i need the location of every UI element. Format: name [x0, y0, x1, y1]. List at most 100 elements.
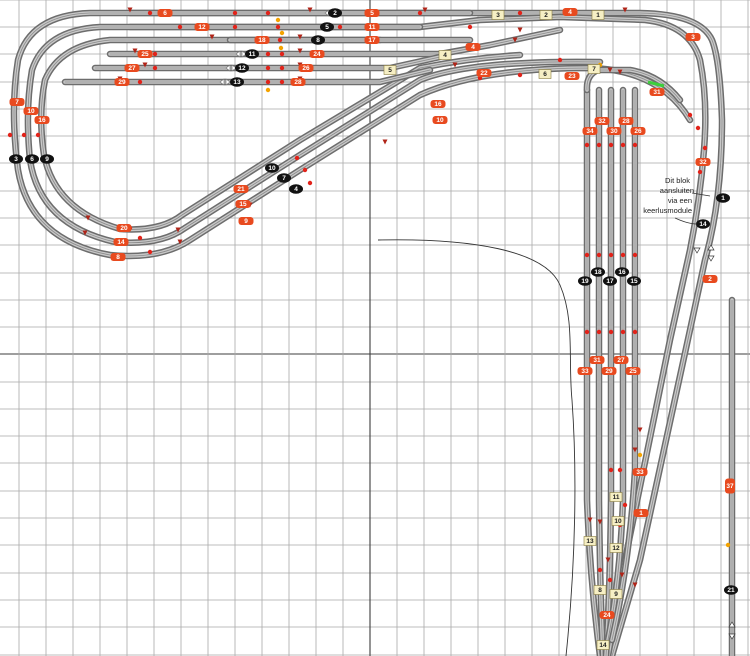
block-r21[interactable]: 21	[233, 185, 249, 193]
block-r16c[interactable]: 16	[430, 100, 446, 108]
block-r4b[interactable]: 4	[465, 43, 481, 51]
block-r32[interactable]: 32	[594, 117, 610, 125]
block-r1[interactable]: 1	[633, 509, 649, 517]
block-r28y[interactable]: 28	[618, 117, 634, 125]
note-pointer-bottom	[674, 217, 698, 225]
block-r26y-shape	[630, 127, 646, 135]
block-c9[interactable]: 9	[609, 589, 623, 599]
block-k18[interactable]: 18	[591, 267, 605, 277]
block-c12[interactable]: 12	[609, 543, 623, 553]
block-k10[interactable]: 10	[265, 163, 279, 173]
block-k16[interactable]: 16	[615, 267, 629, 277]
block-k9[interactable]: 9	[40, 154, 54, 164]
block-c13[interactable]: 13	[583, 536, 597, 546]
block-k17[interactable]: 17	[603, 276, 617, 286]
block-b2top[interactable]: 2	[328, 8, 342, 18]
block-r20[interactable]: 20	[116, 224, 132, 232]
block-r7l[interactable]: 7	[9, 98, 25, 106]
block-b8mid[interactable]: 8	[311, 35, 325, 45]
block-c11[interactable]: 11	[609, 492, 623, 502]
block-k6[interactable]: 6	[25, 154, 39, 164]
block-r34[interactable]: 34	[582, 127, 598, 135]
note-line-2: aansluiten	[660, 186, 694, 195]
block-k21[interactable]: 21	[724, 585, 738, 595]
block-r26y[interactable]: 26	[630, 127, 646, 135]
block-c7[interactable]: 7	[587, 64, 601, 74]
baseboard-boundary	[377, 239, 576, 656]
block-b5r[interactable]: 5	[364, 9, 380, 17]
sensor-17	[152, 51, 158, 57]
block-b25-shape	[137, 50, 153, 58]
block-c10[interactable]: 10	[611, 516, 625, 526]
block-c6[interactable]: 6	[538, 69, 552, 79]
block-r33b[interactable]: 33	[632, 468, 648, 476]
block-c1[interactable]: 1	[591, 10, 605, 20]
block-r33[interactable]: 33	[577, 367, 593, 375]
sensor-39	[584, 329, 590, 335]
block-b18[interactable]: 18	[254, 36, 270, 44]
block-k3[interactable]: 3	[9, 154, 23, 164]
block-c8[interactable]: 8	[593, 585, 607, 595]
block-r27[interactable]: 27	[613, 356, 629, 364]
block-b26r[interactable]: 26	[298, 64, 314, 72]
track-13-rail-core	[611, 89, 636, 641]
block-r4top[interactable]: 4	[562, 8, 578, 16]
block-k1[interactable]: 1	[716, 193, 730, 203]
block-r15[interactable]: 15	[235, 200, 251, 208]
block-b5mid[interactable]: 5	[320, 22, 334, 32]
block-r23[interactable]: 23	[564, 72, 580, 80]
block-r37[interactable]: 37	[725, 478, 735, 494]
block-r21-label: 21	[237, 186, 245, 193]
block-b17r[interactable]: 17	[364, 36, 380, 44]
block-b13mid[interactable]: 13	[230, 77, 244, 87]
block-b24r[interactable]: 24	[309, 50, 325, 58]
block-c10-shape	[611, 516, 625, 526]
block-k4[interactable]: 4	[289, 184, 303, 194]
signal-20	[452, 62, 458, 68]
block-r2[interactable]: 2	[702, 275, 718, 283]
block-r24y[interactable]: 24	[599, 611, 615, 619]
sensor-3	[417, 10, 423, 16]
block-b11r-label: 11	[369, 24, 376, 31]
block-k15[interactable]: 15	[627, 276, 641, 286]
block-b26r-label: 26	[302, 65, 310, 72]
block-r22[interactable]: 22	[476, 69, 492, 77]
block-r32b[interactable]: 32	[695, 158, 711, 166]
block-c4[interactable]: 4	[438, 50, 452, 60]
block-b11mid[interactable]: 11	[245, 49, 259, 59]
sensor-49	[607, 577, 613, 583]
block-b12[interactable]: 12	[194, 23, 210, 31]
block-b12mid[interactable]: 12	[235, 63, 249, 73]
block-r3right[interactable]: 3	[685, 33, 701, 41]
block-r32-label: 32	[598, 118, 606, 125]
block-r10c[interactable]: 10	[432, 116, 448, 124]
block-r10l[interactable]: 10	[23, 107, 39, 115]
block-c1-shape	[591, 10, 605, 20]
block-r14[interactable]: 14	[113, 238, 129, 246]
block-b29[interactable]: 29	[114, 78, 130, 86]
block-b28r[interactable]: 28	[290, 78, 306, 86]
block-r20-label: 20	[120, 225, 128, 232]
block-r16l[interactable]: 16	[34, 116, 50, 124]
block-r29[interactable]: 29	[601, 367, 617, 375]
block-b6[interactable]: 6	[157, 9, 173, 17]
block-b11r[interactable]: 11	[364, 23, 380, 31]
block-r31b[interactable]: 31	[589, 356, 605, 364]
block-c14[interactable]: 14	[596, 640, 610, 650]
block-k19[interactable]: 19	[578, 276, 592, 286]
block-k14[interactable]: 14	[696, 219, 710, 229]
block-b27-label: 27	[128, 65, 136, 72]
block-c5[interactable]: 5	[383, 65, 397, 75]
block-k7[interactable]: 7	[277, 173, 291, 183]
block-r8[interactable]: 8	[110, 253, 126, 261]
block-b27[interactable]: 27	[124, 64, 140, 72]
block-c2[interactable]: 2	[539, 10, 553, 20]
block-c3[interactable]: 3	[491, 10, 505, 20]
block-r25-label: 25	[629, 368, 637, 375]
block-b25[interactable]: 25	[137, 50, 153, 58]
block-r30[interactable]: 30	[606, 127, 622, 135]
block-r9[interactable]: 9	[238, 217, 254, 225]
block-r31[interactable]: 31	[649, 88, 665, 96]
block-r25[interactable]: 25	[625, 367, 641, 375]
block-r37-shape	[725, 478, 735, 494]
